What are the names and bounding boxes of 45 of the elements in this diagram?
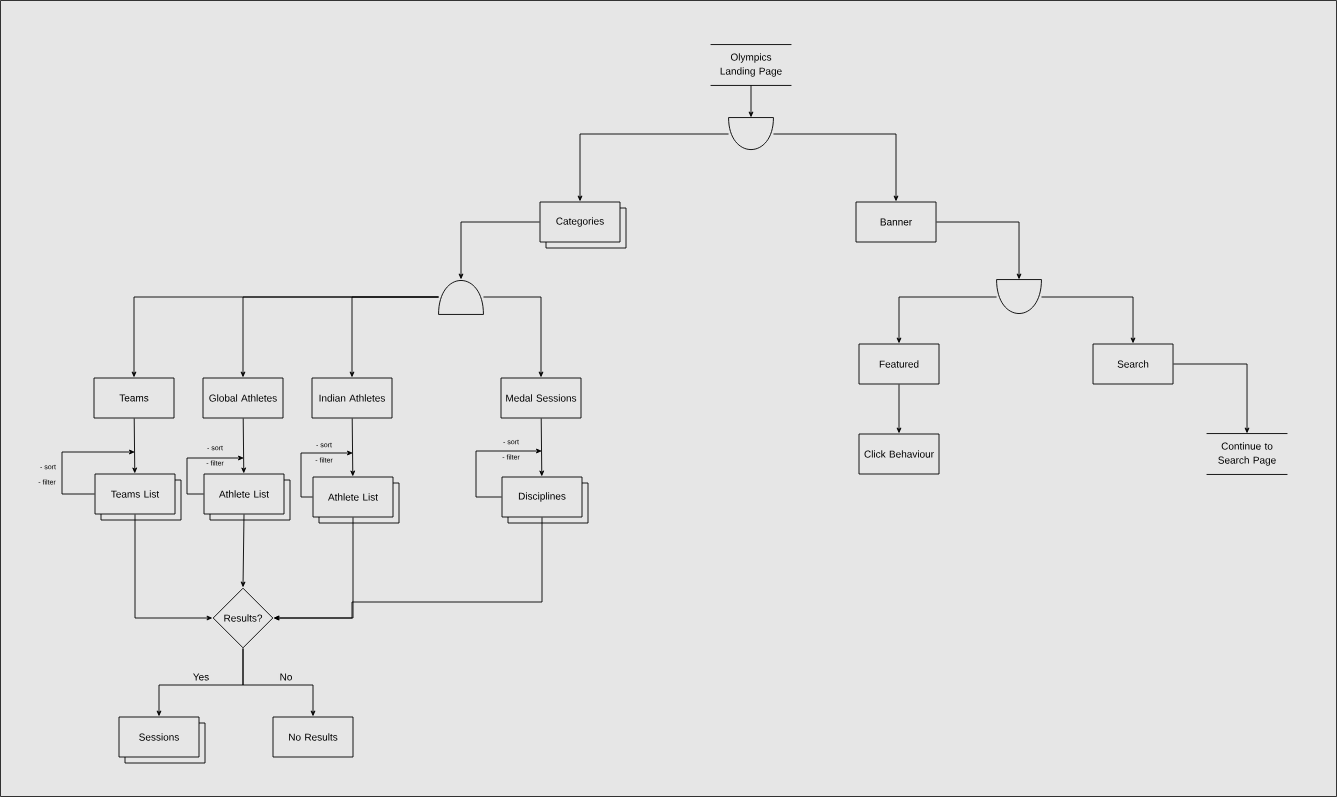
arrow — [241, 418, 247, 473]
arrow — [242, 648, 316, 716]
arrow — [577, 133, 729, 201]
arrow — [1041, 296, 1136, 343]
stacked-box: Athlete List — [312, 476, 400, 524]
merge-gate — [438, 280, 484, 315]
stacked-box: Disciplines — [501, 476, 589, 524]
process-box: Global Athletes — [202, 377, 284, 419]
stacked-box: Teams List — [94, 473, 182, 521]
arrow — [475, 448, 542, 498]
stacked-box: Athlete List — [203, 473, 291, 521]
merge-gate — [996, 279, 1042, 314]
arrow — [132, 418, 138, 473]
process-box: Banner — [855, 201, 937, 243]
process-box: Click Behaviour — [858, 433, 940, 475]
arrow — [539, 418, 545, 476]
arrow — [134, 514, 212, 621]
arrow — [936, 221, 1022, 279]
arrow — [186, 455, 244, 495]
arrow — [61, 449, 135, 495]
arrow — [773, 133, 899, 201]
arrow — [458, 221, 540, 279]
page-title: Olympics Landing Page — [710, 44, 792, 86]
process-box: Search — [1092, 343, 1174, 385]
arrow — [1173, 363, 1250, 433]
arrow — [350, 418, 356, 476]
stacked-box: Sessions — [118, 716, 206, 764]
process-box: Teams — [93, 377, 175, 419]
arrow — [483, 296, 544, 377]
stacked-box: Categories — [539, 201, 627, 249]
arrow — [349, 296, 439, 377]
arrow — [300, 450, 353, 498]
merge-gate — [728, 117, 774, 151]
edge-label: No — [278, 672, 294, 682]
process-box: Medal Sessions — [500, 377, 582, 419]
process-box: No Results — [272, 716, 354, 758]
edge-label: Yes — [191, 672, 211, 682]
page-title: Continue to Search Page — [1206, 433, 1288, 475]
process-box: Indian Athletes — [311, 377, 393, 419]
process-box: Featured — [858, 343, 940, 385]
arrow — [748, 85, 754, 117]
arrow — [274, 517, 543, 621]
arrow — [896, 384, 902, 433]
arrow — [896, 296, 998, 343]
arrow — [240, 514, 246, 587]
